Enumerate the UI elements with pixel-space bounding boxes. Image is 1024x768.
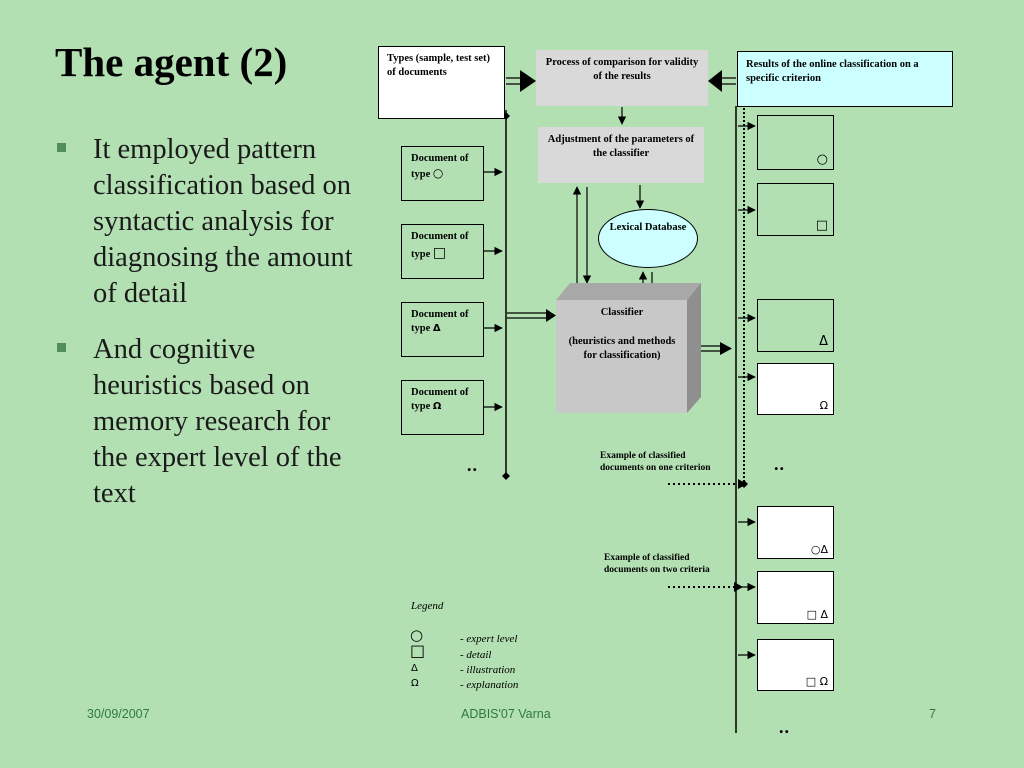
circle-triangle-symbol-icon: ○Δ	[810, 543, 828, 556]
bullet-list: It employed pattern classification based…	[55, 132, 365, 532]
lexical-database: Lexical Database	[598, 209, 698, 268]
triangle-symbol-icon: Δ	[819, 334, 828, 349]
legend-title: Legend	[411, 600, 444, 612]
slide-title: The agent (2)	[55, 39, 288, 85]
legend-text: - expert level	[460, 633, 518, 645]
bullet-item: And cognitive heuristics based on memory…	[55, 332, 365, 512]
footer-date: 30/09/2007	[87, 707, 150, 721]
legend-text: - illustration	[460, 664, 516, 676]
legend-square-icon: □	[410, 641, 426, 660]
document-type-illustration-box: Document of type Δ	[401, 302, 484, 357]
result-box-explanation: Ω	[757, 363, 834, 415]
result-box-expert: ○	[757, 115, 834, 170]
square-omega-symbol-icon: □ Ω	[805, 675, 828, 688]
result-box-detail: □	[757, 183, 834, 236]
results-bottom-ellipsis: ..	[779, 717, 790, 737]
online-classification-results-box: Results of the online classification on …	[737, 51, 953, 107]
document-label: Document of type	[411, 387, 469, 412]
square-triangle-symbol-icon: □ Δ	[806, 608, 828, 621]
document-type-detail-box: Document of type □	[401, 224, 484, 279]
footer-center: ADBIS'07 Varna	[461, 707, 551, 721]
parameter-adjustment-box: Adjustment of the parameters of the clas…	[538, 127, 704, 183]
triangle-symbol-icon: Δ	[432, 322, 441, 334]
documents-ellipsis: ..	[467, 455, 478, 475]
square-symbol-icon: □	[432, 244, 447, 261]
result-box-expert-illustration: ○Δ	[757, 506, 834, 559]
legend-circle-icon: ○	[410, 626, 424, 644]
classifier-label: Classifier	[600, 307, 644, 318]
circle-symbol-icon: ○	[432, 165, 444, 180]
result-box-illustration: Δ	[757, 299, 834, 352]
example-two-criteria-label: Example of classified documents on two c…	[604, 553, 710, 576]
square-symbol-icon: □	[815, 218, 828, 233]
comparison-process-box: Process of comparison for validity of th…	[536, 50, 708, 106]
document-type-explanation-box: Document of type Ω	[401, 380, 484, 435]
bullet-item: It employed pattern classification based…	[55, 132, 365, 312]
results-ellipsis: ..	[774, 454, 785, 474]
omega-symbol-icon: Ω	[432, 400, 442, 412]
legend-text: - explanation	[460, 679, 519, 691]
legend-text: - detail	[460, 649, 492, 661]
result-box-detail-explanation: □ Ω	[757, 639, 834, 691]
circle-symbol-icon: ○	[816, 152, 828, 167]
legend-omega-icon: Ω	[411, 678, 419, 689]
result-box-detail-illustration: □ Δ	[757, 571, 834, 624]
document-label: Document of type	[411, 231, 469, 260]
classifier-detail: (heuristics and methods for classificati…	[568, 336, 676, 361]
document-label: Document of type	[411, 309, 469, 334]
types-of-documents-box: Types (sample, test set) of documents	[378, 46, 505, 119]
legend-triangle-icon: Δ	[411, 663, 418, 674]
document-type-expert-box: Document of type ○	[401, 146, 484, 201]
example-one-criterion-label: Example of classified documents on one c…	[600, 451, 711, 474]
document-label: Document of type	[411, 153, 469, 180]
omega-symbol-icon: Ω	[819, 399, 828, 412]
footer-page-number: 7	[929, 707, 936, 721]
